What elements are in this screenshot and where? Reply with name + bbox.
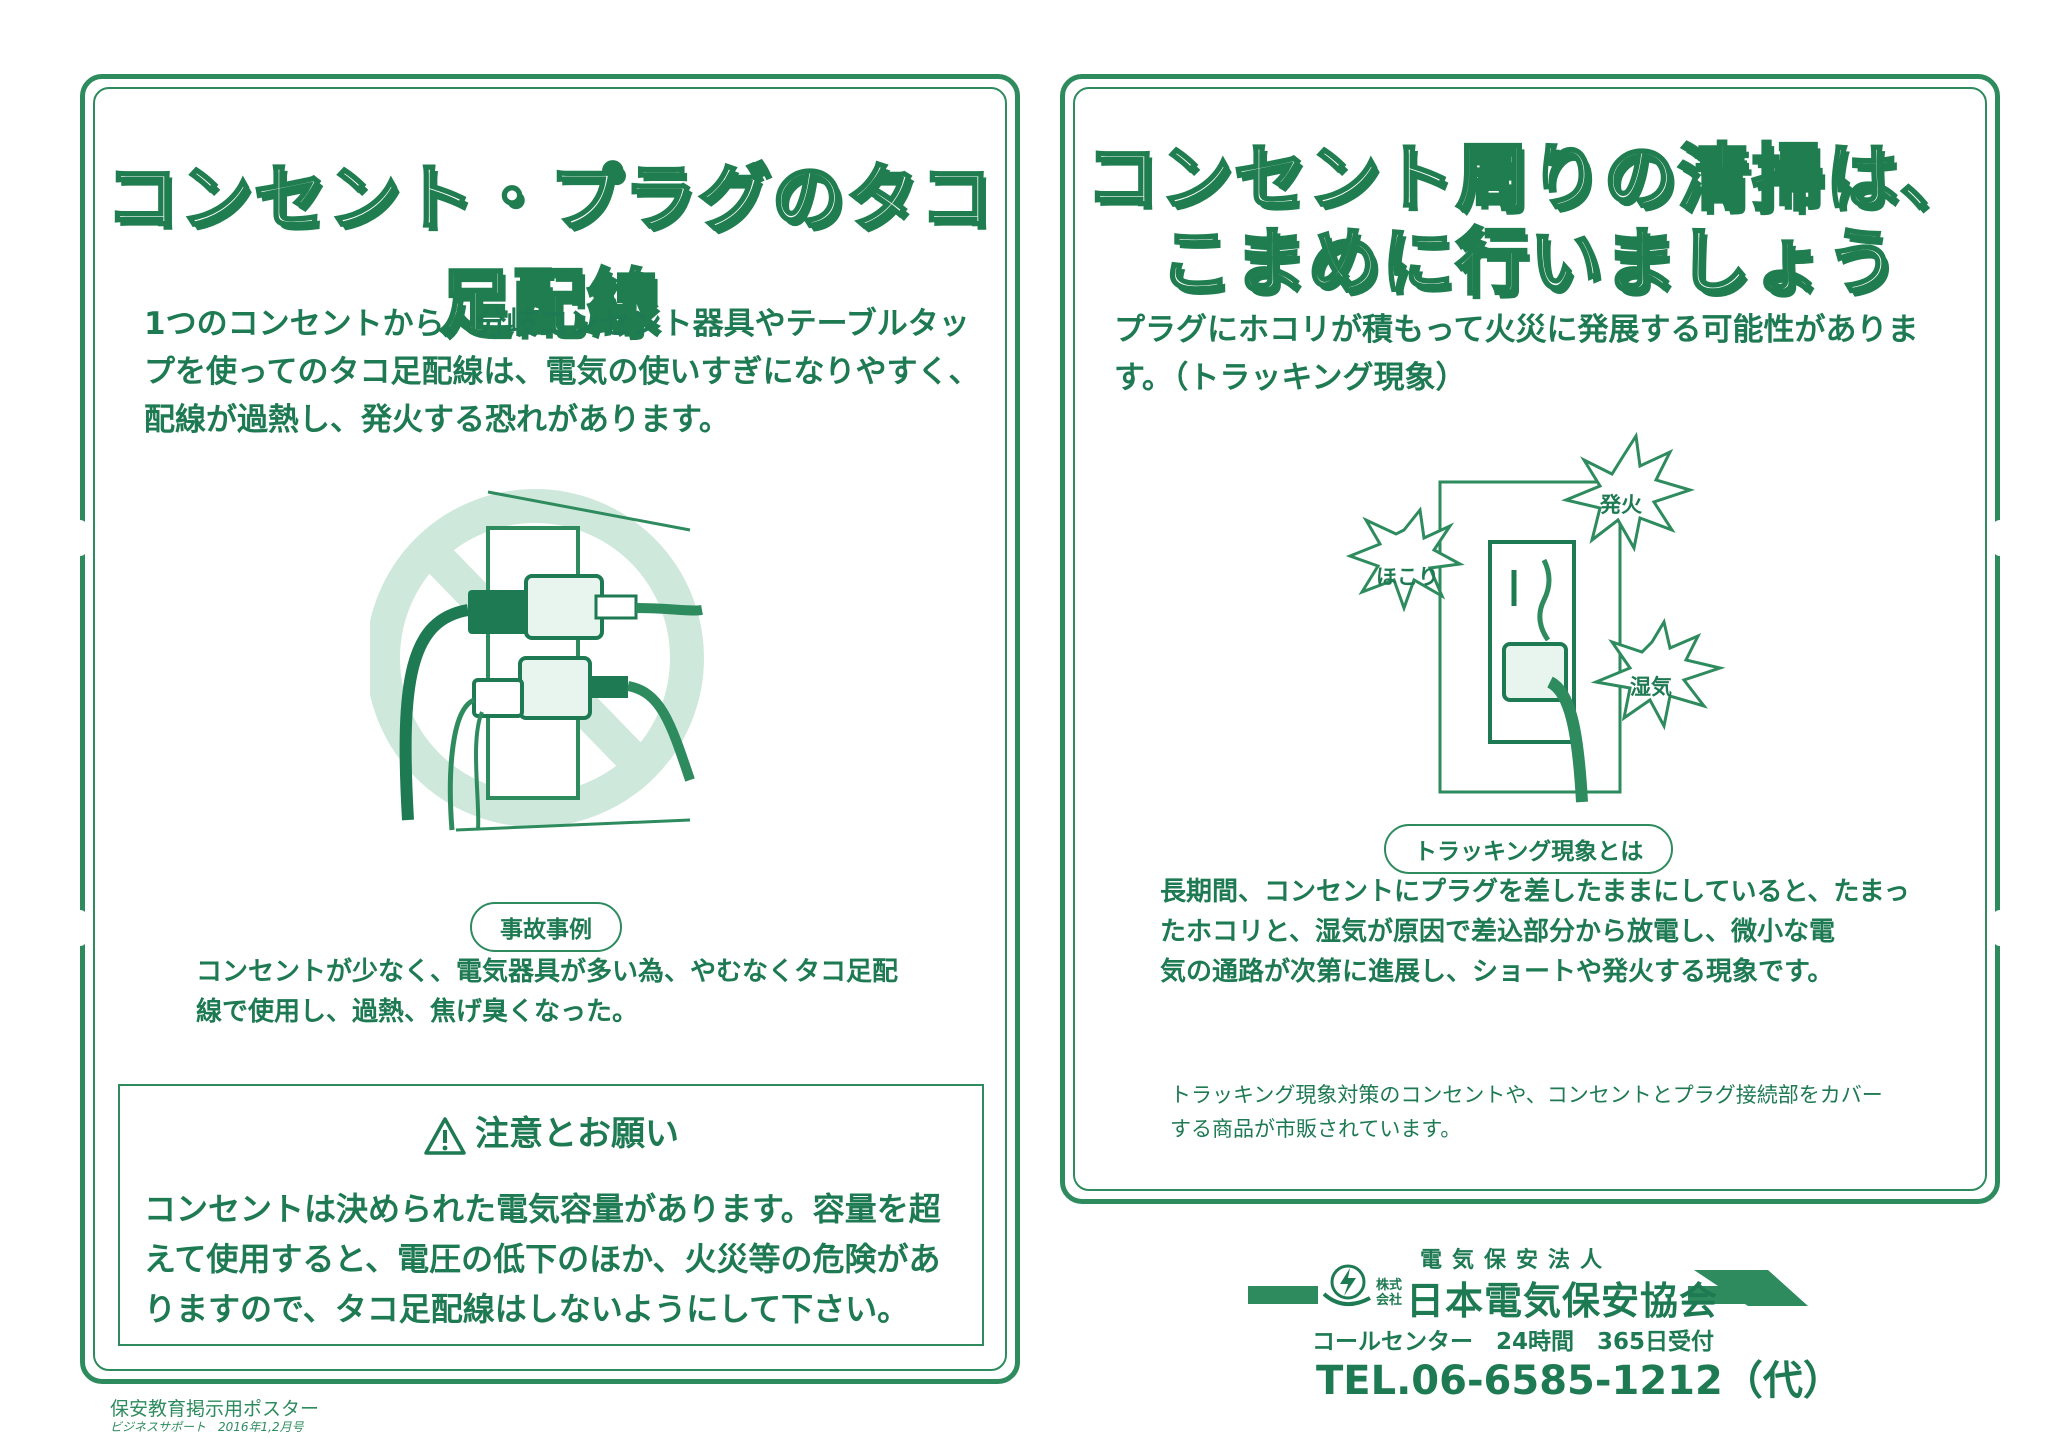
tracking-illustration bbox=[1345, 431, 1726, 803]
accident-example-text: コンセントが少なく、電気器具が多い為、やむなくタコ足配 線で使用し、過熱、焦げ臭… bbox=[196, 952, 898, 1032]
dust-burst bbox=[1345, 506, 1465, 613]
tracking-line: 長期間、コンセントにプラグを差したままにしていると、たまっ bbox=[1160, 877, 1910, 907]
poster-label: 保安教育掲示用ポスター bbox=[110, 1398, 320, 1420]
fire-label: 発火 bbox=[1600, 493, 1642, 517]
note-line: する商品が市販されています。 bbox=[1170, 1117, 1462, 1141]
org-company-type: 株式会社 bbox=[1376, 1278, 1403, 1308]
panel-notch bbox=[73, 520, 87, 556]
accident-line: コンセントが少なく、電気器具が多い為、やむなくタコ足配 bbox=[196, 957, 899, 987]
fire-burst bbox=[1561, 431, 1696, 553]
octopus-wiring-illustration bbox=[370, 489, 704, 832]
dust-label: ほこり bbox=[1376, 565, 1439, 589]
right-poster-panel: コンセント周りの清掃は、 こまめに行いましょう bbox=[1060, 74, 2000, 1204]
panel-notch bbox=[1993, 520, 2007, 556]
tracking-description: 長期間、コンセントにプラグを差したままにしていると、たまっ たホコリと、湿気が原… bbox=[1160, 872, 1910, 992]
tracking-line: 気の通路が次第に進展し、ショートや発火する現象です。 bbox=[1160, 957, 1834, 987]
lightning-hand-logo-icon bbox=[1322, 1264, 1371, 1306]
caution-line: えて使用すると、電圧の低下のほか、火災等の危険があ bbox=[144, 1240, 941, 1278]
right-intro: プラグにホコリが積もって火災に発展する可能性がありま す。（トラッキング現象） bbox=[1114, 306, 1918, 402]
left-intro-line: プを使ってのタコ足配線は、電気の使いすぎになりやすく、 bbox=[144, 354, 980, 390]
caution-line: コンセントは決められた電気容量があります。容量を超 bbox=[144, 1190, 941, 1228]
caution-title-text: 注意とお願い bbox=[475, 1114, 679, 1154]
panel-notch bbox=[73, 910, 87, 946]
left-intro-line: 1つのコンセントから、分岐コンセント器具やテーブルタッ bbox=[144, 306, 970, 342]
left-title: コンセント・プラグのタコ足配線 bbox=[104, 155, 994, 347]
org-logo-stripes bbox=[1248, 1270, 1808, 1306]
panel-notch bbox=[1993, 910, 2007, 946]
org-subtitle: 電気保安法人 bbox=[1420, 1248, 1613, 1273]
moisture-burst bbox=[1590, 618, 1726, 731]
caution-heading: 注意とお願い bbox=[120, 1106, 982, 1156]
moisture-label: 湿気 bbox=[1630, 675, 1672, 699]
caution-body: コンセントは決められた電気容量があります。容量を超 えて使用すると、電圧の低下の… bbox=[144, 1184, 962, 1334]
right-intro-line: す。（トラッキング現象） bbox=[1114, 360, 1467, 396]
accident-line: 線で使用し、過熱、焦げ臭くなった。 bbox=[196, 997, 639, 1027]
caution-box: 注意とお願い コンセントは決められた電気容量があります。容量を超 えて使用すると… bbox=[118, 1084, 984, 1346]
phone-number: TEL.06-6585-1212（代） bbox=[1316, 1358, 1843, 1404]
right-title-line1: コンセント周りの清掃は、 bbox=[1084, 135, 1974, 222]
call-center-label: コールセンター 24時間 365日受付 bbox=[1312, 1329, 1715, 1355]
right-intro-line: プラグにホコリが積もって火災に発展する可能性がありま bbox=[1114, 312, 1919, 348]
caution-line: りますので、タコ足配線はしないようにして下さい。 bbox=[144, 1290, 910, 1328]
left-intro: 1つのコンセントから、分岐コンセント器具やテーブルタッ プを使ってのタコ足配線は… bbox=[144, 300, 979, 444]
left-intro-line: 配線が過熱し、発火する恐れがあります。 bbox=[144, 402, 730, 438]
tracking-note: トラッキング現象対策のコンセントや、コンセントとプラグ接続部をカバー する商品が… bbox=[1170, 1078, 1883, 1146]
issue-label: ビジネスサポート 2016年1,2月号 bbox=[110, 1420, 304, 1434]
accident-example-label: 事故事例 bbox=[470, 902, 622, 952]
right-title-line2: こまめに行いましょう bbox=[1158, 219, 1900, 306]
tracking-label: トラッキング現象とは bbox=[1384, 824, 1674, 874]
note-line: トラッキング現象対策のコンセントや、コンセントとプラグ接続部をカバー bbox=[1170, 1083, 1883, 1107]
warning-triangle-icon bbox=[424, 1116, 466, 1155]
tracking-line: たホコリと、湿気が原因で差込部分から放電し、微小な電 bbox=[1160, 917, 1835, 947]
org-name: 日本電気保安協会 bbox=[1406, 1279, 1719, 1323]
